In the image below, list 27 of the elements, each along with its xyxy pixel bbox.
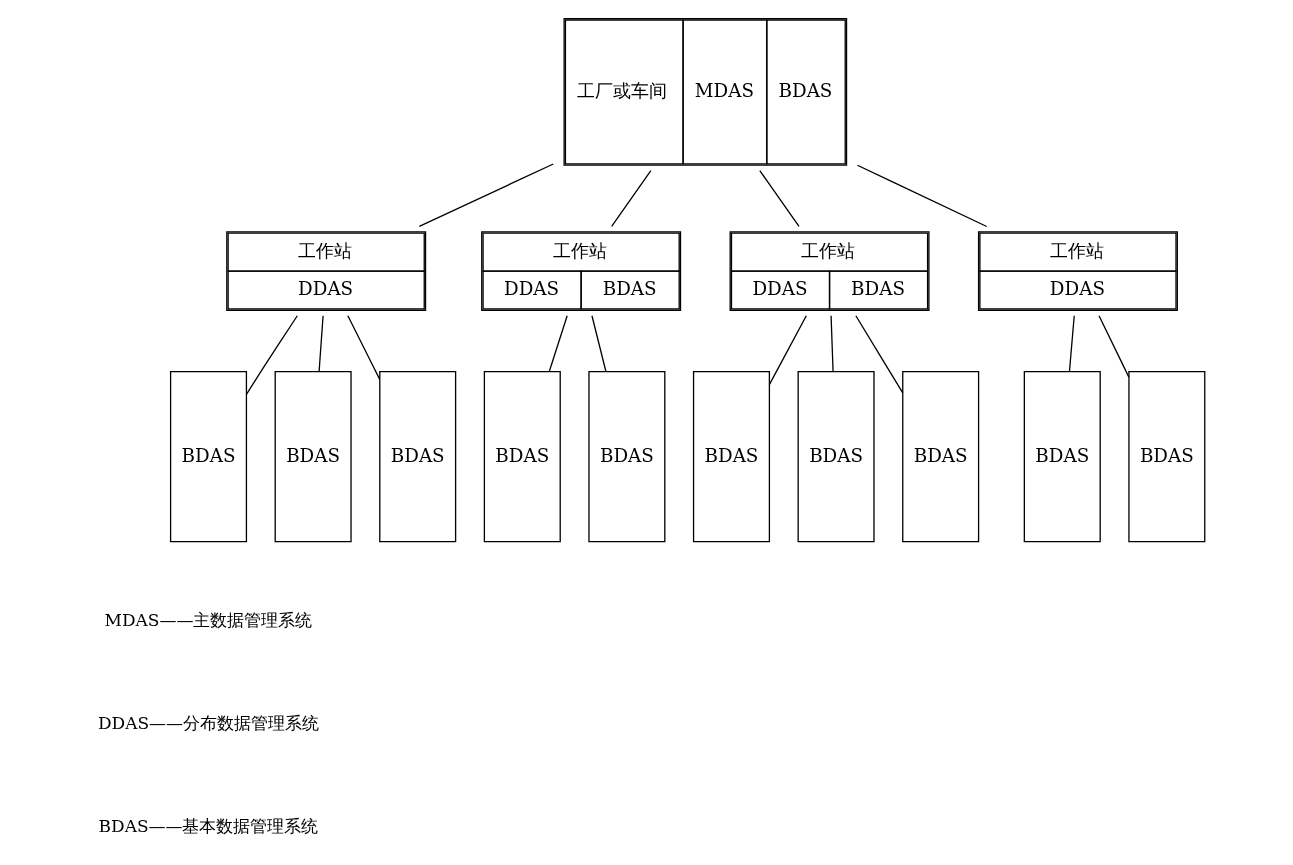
label: MDAS——主数据管理系统 (104, 609, 313, 630)
connector (759, 170, 800, 227)
connector (830, 315, 834, 372)
node-box: BDAS (379, 371, 457, 543)
connector (768, 315, 807, 386)
node-box: BDAS (902, 371, 980, 543)
connector (347, 315, 381, 381)
connector (611, 170, 652, 227)
connector (548, 315, 568, 372)
node-box: BDAS (483, 371, 561, 543)
connector (856, 164, 988, 228)
label: BDAS——基本数据管理系统 (98, 816, 319, 837)
node-box: BDAS (169, 371, 248, 543)
connector (591, 315, 607, 372)
connector (855, 315, 904, 394)
connector (318, 315, 324, 372)
connector (418, 163, 554, 228)
node-box: BDAS (588, 371, 666, 543)
node-box: BDAS (1128, 371, 1206, 543)
node-box: BDAS (274, 371, 352, 543)
node-box: BDAS (692, 371, 771, 543)
node-box: BDAS (797, 371, 875, 543)
connector (1068, 315, 1075, 372)
node-box: BDAS (1023, 371, 1101, 543)
label: DDAS——分布数据管理系统 (97, 713, 320, 734)
connector (245, 315, 298, 395)
connector (1098, 315, 1130, 378)
